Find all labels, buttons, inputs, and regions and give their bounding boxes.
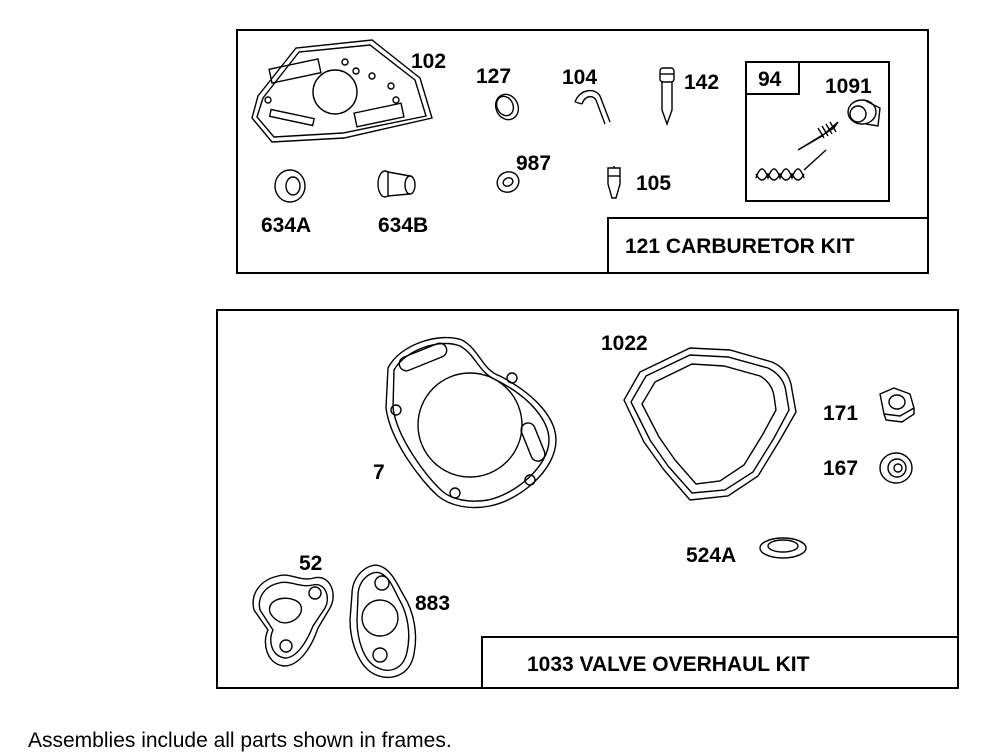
part-7-head-gasket bbox=[385, 336, 557, 509]
part-label-104: 104 bbox=[562, 66, 597, 89]
part-105-needle-valve bbox=[607, 166, 621, 199]
part-524a-seal bbox=[759, 537, 807, 559]
part-52-intake-gasket bbox=[252, 574, 334, 667]
part-104-pin bbox=[574, 89, 611, 125]
part-label-1091: 1091 bbox=[825, 75, 872, 98]
part-102-gasket-plate bbox=[251, 39, 433, 143]
part-label-167: 167 bbox=[823, 457, 858, 480]
part-label-7: 7 bbox=[373, 461, 385, 484]
part-label-1022: 1022 bbox=[601, 332, 648, 355]
part-label-987: 987 bbox=[516, 152, 551, 175]
part-label-634b: 634B bbox=[378, 214, 428, 237]
part-142-needle bbox=[659, 67, 675, 127]
part-1091-limiter-cap bbox=[755, 99, 881, 181]
part-label-883: 883 bbox=[415, 592, 450, 615]
part-883-exhaust-gasket bbox=[349, 564, 417, 679]
part-171-nut bbox=[879, 387, 915, 423]
part-label-105: 105 bbox=[636, 172, 671, 195]
sub-frame-94: 94 bbox=[745, 61, 890, 202]
valve-overhaul-kit-title: 1033 VALVE OVERHAUL KIT bbox=[527, 653, 810, 676]
part-label-127: 127 bbox=[476, 65, 511, 88]
footnote: Assemblies include all parts shown in fr… bbox=[28, 729, 452, 752]
part-127-plug bbox=[494, 93, 520, 121]
carburetor-kit-title: 121 CARBURETOR KIT bbox=[625, 235, 855, 258]
part-label-142: 142 bbox=[684, 71, 719, 94]
part-1022-rocker-cover-gasket bbox=[623, 347, 797, 501]
part-label-634a: 634A bbox=[261, 214, 311, 237]
part-label-102: 102 bbox=[411, 50, 446, 73]
carburetor-kit-frame: 121 CARBURETOR KIT 94 102 bbox=[236, 29, 929, 274]
part-634a-seal bbox=[274, 169, 306, 203]
part-634b-bushing bbox=[377, 170, 416, 198]
part-label-524a: 524A bbox=[686, 544, 736, 567]
valve-overhaul-kit-frame: 1033 VALVE OVERHAUL KIT 7 1022 171 bbox=[216, 309, 959, 689]
part-167-washer bbox=[879, 452, 913, 484]
sub-frame-94-label: 94 bbox=[758, 68, 782, 91]
part-987-washer bbox=[496, 171, 520, 193]
part-label-52: 52 bbox=[299, 552, 322, 575]
part-label-171: 171 bbox=[823, 402, 858, 425]
